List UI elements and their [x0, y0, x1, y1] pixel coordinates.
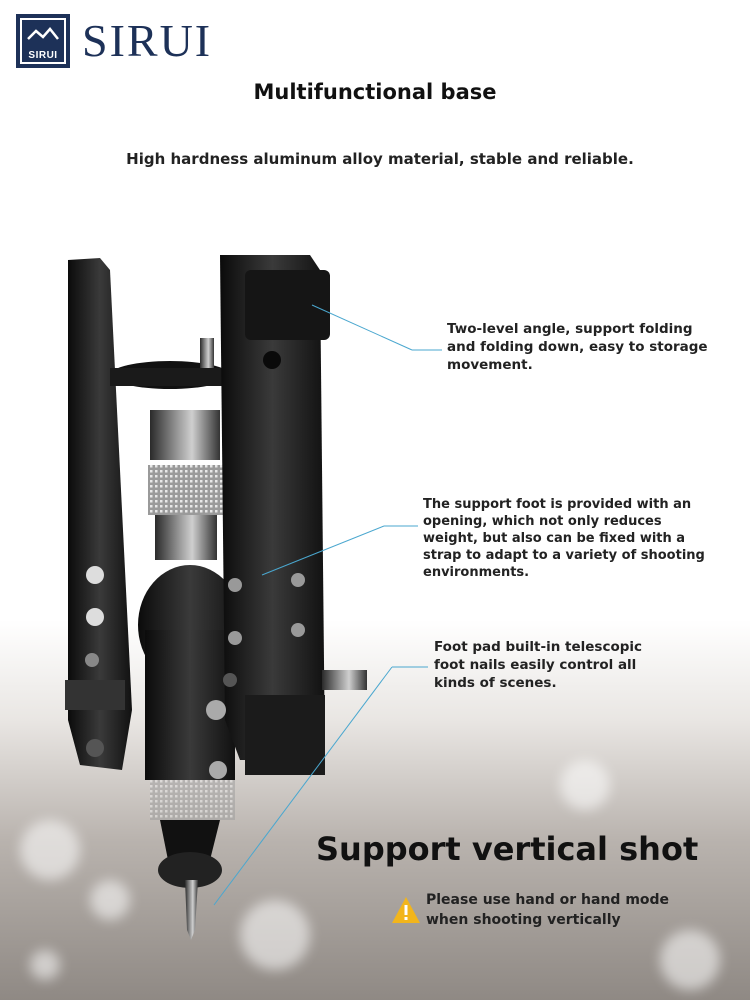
callout-line: movement. [447, 357, 533, 373]
warning-line: when shooting vertically [426, 912, 621, 928]
callout-line: strap to adapt to a variety of shooting [423, 548, 705, 563]
callout-line: foot nails easily control all [434, 657, 637, 673]
callout-line: weight, but also can be fixed with a [423, 531, 686, 546]
page-subtitle: High hardness aluminum alloy material, s… [126, 150, 634, 168]
warning-note: Please use hand or hand mode when shooti… [390, 890, 669, 930]
callout-line: Two-level angle, support folding [447, 321, 693, 337]
headline: Support vertical shot [316, 830, 699, 868]
callout-support-foot: The support foot is provided with an ope… [423, 496, 723, 581]
callout-line: Foot pad built-in telescopic [434, 639, 643, 655]
brand-header: SIRUI SIRUI [16, 14, 212, 68]
callout-line: and folding down, easy to storage [447, 339, 708, 355]
page-title: Multifunctional base [253, 80, 497, 104]
mountain-icon [27, 27, 59, 40]
callout-line: The support foot is provided with an [423, 497, 692, 512]
callout-foot-pad: Foot pad built-in telescopic foot nails … [434, 638, 714, 692]
brand-logo: SIRUI [16, 14, 70, 68]
warning-icon [392, 897, 420, 923]
callout-line: environments. [423, 565, 530, 580]
callout-folding-angle: Two-level angle, support folding and fol… [447, 320, 727, 374]
brand-logo-text: SIRUI [28, 50, 58, 61]
callout-line: opening, which not only reduces [423, 514, 662, 529]
tripod-base-illustration [65, 255, 367, 940]
callout-line: kinds of scenes. [434, 675, 557, 691]
brand-name: SIRUI [82, 15, 213, 66]
warning-line: Please use hand or hand mode [426, 892, 670, 908]
